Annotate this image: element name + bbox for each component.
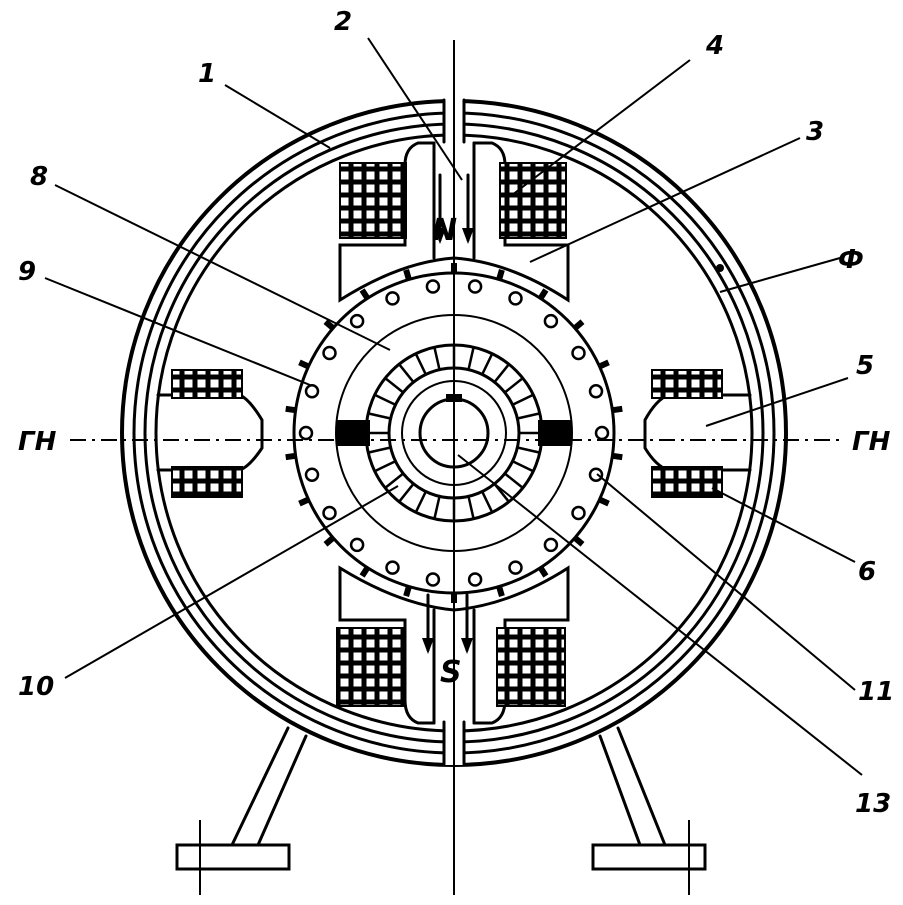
label-4: 4 bbox=[705, 31, 724, 61]
armature-conductor bbox=[467, 572, 483, 587]
armature-conductor bbox=[571, 505, 586, 521]
armature-conductor bbox=[588, 467, 604, 482]
label-11: 11 bbox=[858, 677, 894, 707]
machine-feet bbox=[175, 726, 707, 895]
armature-conductor bbox=[349, 537, 365, 553]
armature-conductor bbox=[298, 425, 314, 441]
armature-tooth bbox=[285, 405, 297, 414]
armature-tooth bbox=[496, 585, 505, 597]
commutator-segment bbox=[398, 483, 415, 503]
aux-pole-right bbox=[643, 369, 752, 498]
commutator-segment bbox=[504, 472, 524, 489]
armature-tooth bbox=[496, 269, 505, 281]
label-gn-left: ГН bbox=[18, 427, 57, 457]
commutator-segment bbox=[367, 412, 391, 420]
label-5: 5 bbox=[856, 351, 874, 381]
commutator-segment bbox=[433, 346, 441, 370]
armature-tooth bbox=[285, 452, 297, 461]
label-north-pole: N bbox=[432, 213, 457, 248]
brushes bbox=[336, 420, 572, 446]
aux-pole-left bbox=[156, 369, 264, 498]
commutator-segment bbox=[374, 393, 396, 406]
label-6: 6 bbox=[858, 557, 876, 587]
commutator-segment bbox=[512, 460, 534, 473]
commutator-segment bbox=[504, 377, 524, 394]
armature-conductor bbox=[425, 279, 441, 294]
armature-conductor bbox=[425, 572, 441, 587]
armature-conductor bbox=[322, 345, 337, 361]
armature-tooth bbox=[403, 585, 412, 597]
label-south-pole: S bbox=[440, 655, 462, 690]
commutator-segment bbox=[384, 377, 404, 394]
armature-tooth bbox=[537, 565, 549, 578]
commutator-segment bbox=[367, 446, 391, 454]
armature-conductor bbox=[385, 560, 400, 575]
armature-tooth bbox=[323, 319, 336, 331]
armature-conductor bbox=[571, 345, 586, 361]
armature-conductor bbox=[467, 279, 483, 294]
commutator-segment bbox=[481, 491, 494, 513]
armature-tooth bbox=[359, 288, 371, 301]
armature-conductor bbox=[508, 291, 523, 306]
label-gn-right: ГН bbox=[852, 427, 891, 457]
armature-tooth bbox=[572, 319, 585, 331]
armature-tooth bbox=[598, 496, 610, 507]
armature-conductor bbox=[385, 291, 400, 306]
commutator-segment bbox=[493, 363, 510, 383]
armature-tooth bbox=[598, 359, 610, 370]
axis-lines bbox=[70, 40, 840, 895]
commutator-segment bbox=[398, 363, 415, 383]
commutator-segment bbox=[467, 496, 475, 520]
armature-conductor bbox=[304, 384, 320, 399]
commutator-segment bbox=[384, 472, 404, 489]
label-phi: Ф bbox=[838, 245, 864, 275]
main-pole-south bbox=[336, 565, 570, 725]
armature-conductor bbox=[594, 425, 610, 441]
armature-tooth bbox=[323, 535, 336, 547]
armature-conductor bbox=[543, 313, 559, 329]
armature-tooth bbox=[298, 359, 310, 370]
label-3: 3 bbox=[806, 117, 824, 147]
commutator-segment bbox=[414, 353, 427, 375]
commutator-segment bbox=[467, 346, 475, 370]
commutator-segment bbox=[512, 393, 534, 406]
armature-conductor bbox=[588, 384, 604, 399]
armature-conductor bbox=[304, 467, 320, 482]
armature-tooth bbox=[572, 535, 585, 547]
commutator-segment bbox=[374, 460, 396, 473]
armature-tooth bbox=[537, 288, 549, 301]
label-13: 13 bbox=[855, 789, 891, 819]
armature-slots bbox=[285, 263, 623, 603]
main-pole-north bbox=[338, 141, 570, 303]
label-10: 10 bbox=[18, 672, 54, 702]
commutator-segment bbox=[517, 446, 541, 454]
commutator-segment bbox=[414, 491, 427, 513]
commutator-segment bbox=[517, 412, 541, 420]
armature-conductor bbox=[322, 505, 337, 521]
label-8: 8 bbox=[30, 162, 48, 192]
armature-conductor bbox=[349, 313, 365, 329]
armature-conductor bbox=[508, 560, 523, 575]
leader-lines bbox=[44, 37, 863, 776]
label-2: 2 bbox=[334, 7, 352, 37]
armature-tooth bbox=[611, 452, 623, 461]
armature-conductor bbox=[543, 537, 559, 553]
commutator-segment bbox=[433, 496, 441, 520]
armature-tooth bbox=[611, 405, 623, 414]
label-9: 9 bbox=[18, 257, 36, 287]
armature-tooth bbox=[359, 565, 371, 578]
label-1: 1 bbox=[198, 59, 216, 89]
flux-arrows bbox=[422, 173, 474, 654]
armature-tooth bbox=[298, 496, 310, 507]
commutator-segment bbox=[481, 353, 494, 375]
armature-tooth bbox=[403, 269, 412, 281]
